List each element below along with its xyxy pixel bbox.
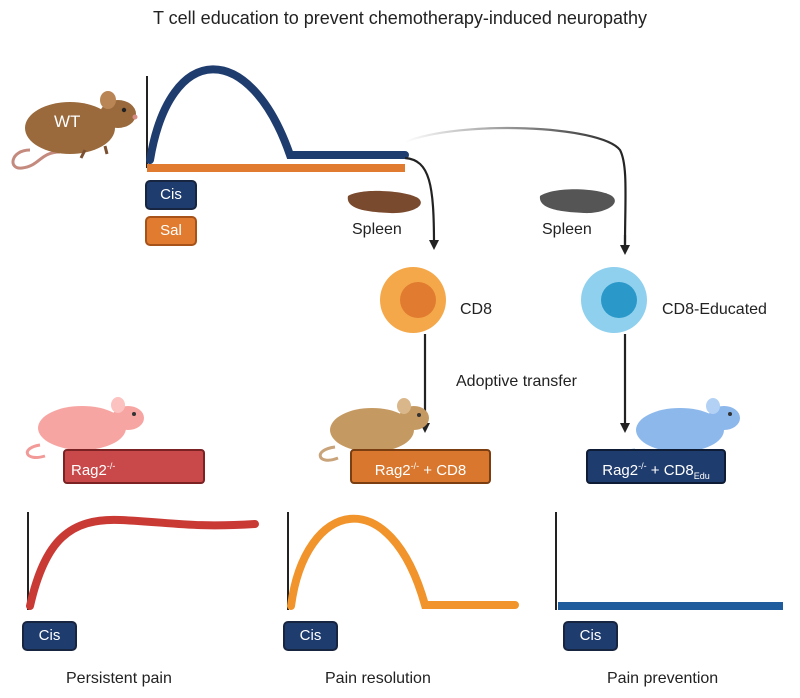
rag2-sup: -/-: [106, 461, 116, 471]
cis-badge-panel-1: Cis: [22, 621, 77, 651]
edu-sub: Edu: [693, 471, 710, 481]
spleen-right-label: Spleen: [542, 221, 592, 238]
rag2-cd8edu-mouse-icon: [619, 398, 740, 462]
rag2-box: Rag2-/-: [63, 449, 205, 484]
cd8-cell-icon: [380, 267, 446, 333]
arrows-from-chart: [404, 126, 630, 255]
rag2-cd8edu-base: Rag2: [602, 462, 639, 479]
rag2-cd8-box: Rag2-/- + CD8: [350, 449, 491, 484]
wt-mouse-icon: [11, 91, 138, 170]
rag2-cd8edu-tail: + CD8: [650, 462, 694, 479]
cd8-label: CD8: [460, 301, 493, 318]
cis-badge-panel-3: Cis: [563, 621, 618, 651]
figure-title: T cell education to prevent chemotherapy…: [153, 8, 647, 28]
outcome-pain-prevention: Pain prevention: [607, 670, 719, 687]
top-chart: [146, 65, 409, 172]
chart-pain-prevention: [555, 512, 783, 610]
wt-label: WT: [54, 112, 81, 131]
chart-pain-resolution: [287, 512, 519, 610]
outcome-persistent-pain: Persistent pain: [66, 670, 172, 687]
rag2-cd8-tail: + CD8: [423, 462, 467, 479]
cd8-educated-label: CD8-Educated: [662, 301, 767, 318]
chart-persistent-pain: [26, 512, 259, 610]
sal-badge-top: Sal: [145, 216, 197, 246]
rag2-text: Rag2: [71, 462, 107, 479]
cd8-educated-cell-icon: [581, 267, 647, 333]
cis-badge-top: Cis: [145, 180, 197, 210]
spleen-right-icon: [539, 189, 615, 214]
adoptive-transfer-label: Adoptive transfer: [456, 373, 577, 390]
rag2-cd8-mouse-icon: [318, 398, 429, 462]
rag2-cd8-sup: -/-: [410, 461, 420, 471]
rag2-mouse-icon: [26, 397, 144, 459]
rag2-cd8edu-sup: -/-: [638, 461, 647, 471]
spleen-left-icon: [347, 190, 421, 214]
rag2-cd8-base: Rag2: [374, 462, 411, 479]
rag2-cd8edu-box: Rag2-/- + CD8Edu: [586, 449, 726, 484]
outcome-pain-resolution: Pain resolution: [325, 670, 431, 687]
cis-badge-panel-2: Cis: [283, 621, 338, 651]
spleen-left-label: Spleen: [352, 221, 402, 238]
